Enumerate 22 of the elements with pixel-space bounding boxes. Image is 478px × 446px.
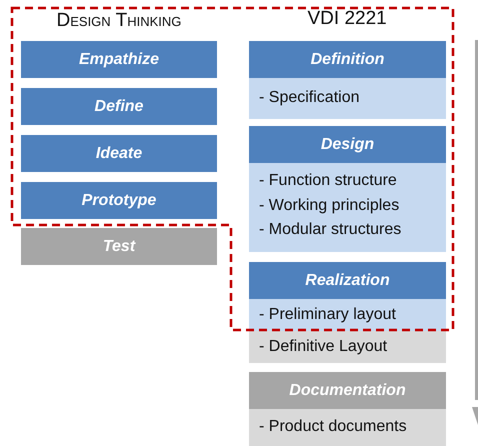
list-item: - Preliminary layout (249, 299, 446, 331)
phase-card (249, 262, 446, 363)
phase-header: Documentation (249, 372, 446, 409)
list-item: - Definitive Layout (249, 331, 446, 363)
list-item: - Product documents (249, 409, 446, 446)
step-box: Prototype (21, 182, 217, 219)
phase-card (249, 126, 446, 252)
list-item: - Working principles (249, 194, 446, 218)
phase-card (249, 372, 446, 446)
step-box: Define (21, 88, 217, 125)
step-box: Test (21, 228, 217, 265)
column-heading: VDI 2221 (308, 8, 387, 30)
list-item: - Function structure (249, 163, 446, 194)
phase-header: Design (249, 126, 446, 163)
phase-card (249, 41, 446, 119)
column-heading: Design Thinking (56, 10, 182, 32)
step-box: Ideate (21, 135, 217, 172)
phase-header: Realization (249, 262, 446, 299)
phase-header: Definition (249, 41, 446, 78)
list-item: - Modular structures (249, 218, 446, 252)
step-box: Empathize (21, 41, 217, 78)
list-item: - Specification (249, 78, 446, 119)
